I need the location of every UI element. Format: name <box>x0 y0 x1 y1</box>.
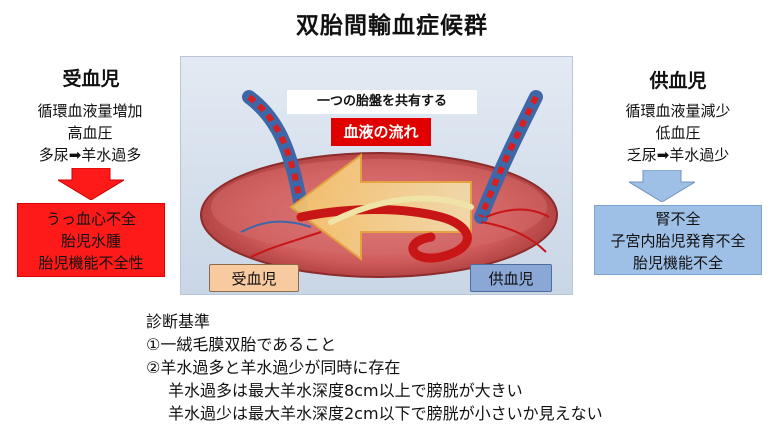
blood-flow-label: 血液の流れ <box>331 118 431 146</box>
criteria-item: ②羊水過多と羊水過少が同時に存在 <box>146 358 401 377</box>
donor-down-arrow <box>629 170 695 202</box>
recipient-symptom: 多尿➡羊水過多 <box>38 146 142 164</box>
criteria-heading: 診断基準 <box>146 312 211 331</box>
donor-symptoms: 循環血液量減少 低血圧 乏尿➡羊水過少 <box>594 100 762 166</box>
criteria-item: 羊水過少は最大羊水深度2cm以下で膀胱が小さいか見えない <box>168 404 603 423</box>
recipient-symptoms: 循環血液量増加 高血圧 多尿➡羊水過多 <box>5 100 175 166</box>
recipient-symptom: 高血圧 <box>67 124 113 142</box>
donor-symptom: 低血圧 <box>655 124 701 142</box>
donor-symptom: 循環血液量減少 <box>625 102 731 120</box>
criteria-item: 羊水過多は最大羊水深度8cm以上で膀胱が大きい <box>168 381 523 400</box>
recipient-outcome: 胎児機能不全性 <box>38 254 144 272</box>
recipient-symptom: 循環血液量増加 <box>37 102 143 120</box>
diagnostic-criteria: 診断基準 ①一絨毛膜双胎であること ②羊水過多と羊水過少が同時に存在 羊水過多は… <box>146 310 603 425</box>
donor-tag: 供血児 <box>470 264 552 292</box>
donor-outcome: 子宮内胎児発育不全 <box>610 232 746 250</box>
recipient-outcome: うっ血心不全 <box>45 210 136 228</box>
donor-symptom: 乏尿➡羊水過少 <box>626 146 730 164</box>
donor-heading: 供血児 <box>649 70 707 92</box>
placenta-drawing <box>200 90 558 278</box>
shared-placenta-label: 一つの胎盤を共有する <box>287 90 477 114</box>
recipient-outcome-box: うっ血心不全 胎児水腫 胎児機能不全性 <box>17 203 165 277</box>
criteria-item: ①一絨毛膜双胎であること <box>146 335 337 354</box>
donor-outcome: 腎不全 <box>655 210 701 228</box>
recipient-tag: 受血児 <box>209 264 299 292</box>
donor-outcome: 胎児機能不全 <box>632 254 723 272</box>
recipient-outcome: 胎児水腫 <box>60 232 121 250</box>
recipient-down-arrow <box>58 168 124 200</box>
recipient-heading: 受血児 <box>62 68 120 90</box>
donor-outcome-box: 腎不全 子宮内胎児発育不全 胎児機能不全 <box>594 205 762 275</box>
page-title: 双胎間輸血症候群 <box>296 13 488 39</box>
